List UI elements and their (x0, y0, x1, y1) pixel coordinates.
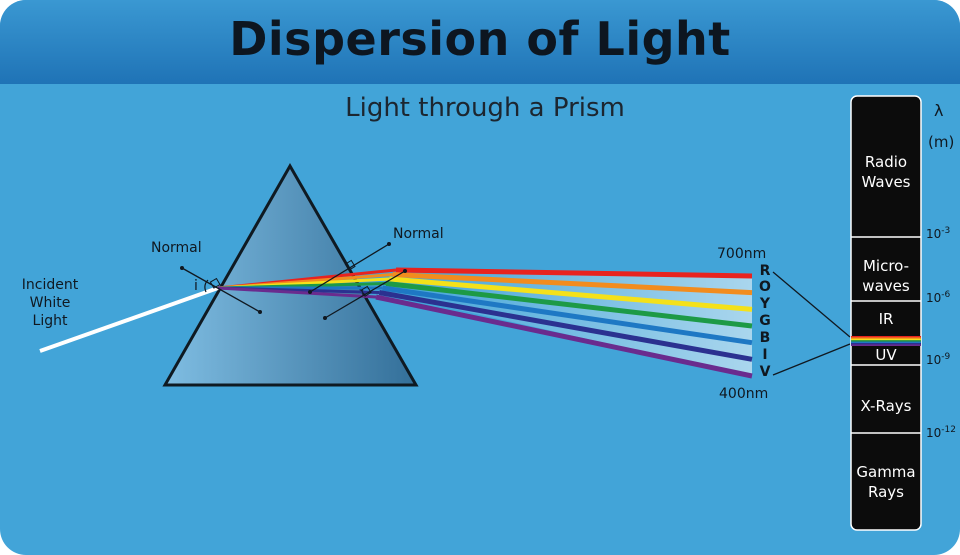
normal-left-dot-2 (258, 310, 262, 314)
right-angle-marker-right-bottom (360, 285, 372, 297)
normal-label-left: Normal (151, 240, 202, 256)
page-title: Dispersion of Light (229, 12, 731, 66)
visible-band-red (851, 336, 921, 338)
band-gamma-line-1: Gamma (856, 463, 916, 481)
visible-band-green (851, 340, 921, 342)
normal-line-right-top (309, 243, 390, 293)
band-micro-line-2: waves (862, 277, 910, 295)
color-letter-g: G (759, 313, 771, 329)
normal-line-right-bottom (324, 270, 406, 319)
wavelength-400-label: 400nm (719, 386, 769, 402)
normal-left-dot-1 (180, 266, 184, 270)
lambda-symbol: λ (934, 101, 944, 120)
normal-label-right: Normal (393, 226, 444, 242)
internal-rays (217, 268, 397, 299)
incident-label: Incident White Light (14, 276, 86, 330)
incident-label-line-3: Light (32, 313, 68, 329)
visible-band-violet (851, 344, 921, 346)
exponent-label-1: 10-3 (926, 226, 950, 241)
normal-dot-1 (308, 290, 312, 294)
band-ir-line-1: IR (878, 310, 894, 328)
exponent-base-3: 10 (926, 353, 942, 367)
color-letter-v: V (759, 364, 771, 380)
incident-ray (39, 286, 219, 353)
band-radio-waves: Radio Waves (851, 152, 921, 192)
band-micro-line-1: Micro- (862, 257, 910, 275)
exiting-rays (375, 267, 753, 379)
exiting-ray-red (395, 267, 753, 279)
exponent-label-2: 10-6 (926, 290, 950, 305)
exiting-ray-blue (382, 285, 753, 346)
subtitle: Light through a Prism (345, 93, 625, 123)
exiting-ray-green (385, 281, 753, 329)
internal-ray-violet (217, 286, 377, 299)
band-microwaves: Micro- waves (851, 256, 921, 296)
visible-band-blue (851, 341, 921, 344)
wavelength-700-label: 700nm (717, 246, 767, 262)
normal-dot-2 (387, 242, 391, 246)
exponent-base-2: 10 (926, 291, 942, 305)
band-gamma-rays: Gamma Rays (851, 462, 921, 502)
color-letter-o: O (759, 279, 771, 295)
visible-band-orange (851, 337, 921, 339)
band-gamma-line-2: Rays (868, 483, 904, 501)
color-letter-b: B (759, 330, 771, 346)
band-radio-line-1: Radio (864, 153, 908, 171)
exponent-power-2: -6 (941, 290, 951, 300)
exiting-ray-yellow (389, 276, 753, 312)
color-letter-y: Y (759, 296, 771, 312)
exponent-power-1: -3 (941, 226, 951, 236)
band-xray-line-1: X-Rays (860, 397, 912, 415)
incident-label-line-2: White (29, 295, 71, 311)
exponent-power-3: -9 (941, 352, 951, 362)
visible-band-yellow (851, 338, 921, 341)
leader-line-top (772, 271, 851, 338)
exiting-ray-violet (375, 294, 753, 379)
band-ir: IR (851, 309, 921, 329)
band-x-rays: X-Rays (851, 396, 921, 416)
unit-meters: (m) (928, 133, 955, 151)
band-uv-line-1: UV (875, 346, 897, 364)
exponent-label-3: 10-9 (926, 352, 950, 367)
exiting-ray-indigo (378, 290, 753, 362)
right-angle-marker-left (209, 277, 221, 289)
right-angle-marker-right-top (344, 259, 356, 271)
angle-arc-i (204, 279, 209, 293)
color-letter-r: R (759, 263, 771, 279)
visible-band (851, 336, 921, 346)
band-uv: UV (851, 345, 921, 365)
normal-dot-4 (403, 269, 407, 273)
incident-label-line-1: Incident (21, 277, 79, 293)
spectrum-bar (850, 95, 922, 531)
exponent-power-4: -12 (941, 425, 956, 435)
visible-band-indigo (851, 343, 921, 345)
band-radio-line-2: Waves (861, 173, 911, 191)
normal-dot-3 (323, 316, 327, 320)
angle-label-i: i (194, 278, 198, 294)
exponent-base-4: 10 (926, 426, 942, 440)
normal-line-left (181, 267, 261, 313)
header-bar: Dispersion of Light (0, 0, 960, 84)
exiting-ray-orange (392, 272, 753, 296)
color-letter-i: I (762, 347, 768, 363)
leader-line-bottom (772, 343, 851, 376)
exponent-base-1: 10 (926, 227, 942, 241)
exponent-label-4: 10-12 (926, 425, 956, 440)
